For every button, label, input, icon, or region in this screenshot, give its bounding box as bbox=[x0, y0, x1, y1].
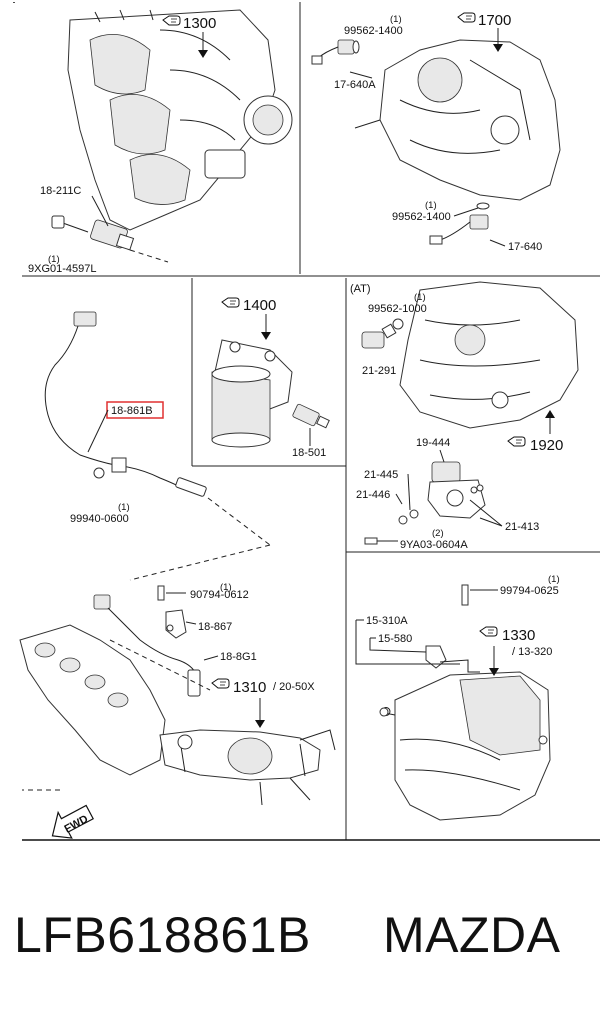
label-21-413: 21-413 bbox=[505, 521, 539, 533]
qty: (1) bbox=[414, 292, 426, 303]
switch-21-291 bbox=[361, 318, 404, 349]
label-21-445: 21-445 bbox=[364, 469, 398, 481]
label-15-580: 15-580 bbox=[378, 633, 412, 645]
exhaust-manifold-assembly bbox=[19, 624, 336, 806]
label-17-640a: 17-640A bbox=[334, 79, 376, 91]
qty: (1) bbox=[390, 14, 402, 25]
part-number: LFB618861B bbox=[14, 907, 311, 963]
sensor-17-640 bbox=[429, 202, 490, 245]
label-18-861b: 18-861B bbox=[111, 405, 153, 417]
label-99562-1400-b: 99562-1400 bbox=[392, 211, 451, 223]
label-21-446: 21-446 bbox=[356, 489, 390, 501]
ref-1300: 1300 bbox=[183, 15, 216, 32]
label-19-444: 19-444 bbox=[416, 437, 450, 449]
label-18-501: 18-501 bbox=[292, 447, 326, 459]
ref-1400: 1400 bbox=[243, 297, 276, 314]
brand-name: MAZDA bbox=[383, 907, 561, 963]
label-21-291: 21-291 bbox=[362, 365, 396, 377]
qty: (2) bbox=[432, 528, 444, 539]
inhibitor-switch-19-444 bbox=[427, 461, 486, 519]
highlight-box bbox=[106, 401, 164, 419]
label-90794-0612: 90794-0612 bbox=[190, 589, 249, 601]
oil-filter-assembly bbox=[211, 339, 293, 448]
sensor-15-580-bracket bbox=[425, 584, 480, 673]
label-9xg01-4597l: 9XG01-4597L bbox=[28, 263, 97, 275]
forward-arrow: FWD bbox=[51, 804, 94, 839]
label-99940-0600: 99940-0600 bbox=[70, 513, 129, 525]
label-18-8g1: 18-8G1 bbox=[220, 651, 257, 663]
transmission-assembly bbox=[349, 39, 561, 201]
label-99562-1000: 99562-1000 bbox=[368, 303, 427, 315]
caption: LFB618861B MAZDA bbox=[0, 895, 600, 975]
qty: (1) bbox=[118, 502, 130, 513]
heat-shield-bracket-18-867 bbox=[157, 585, 187, 639]
oil-pressure-switch-18-501 bbox=[292, 403, 330, 429]
section-dividers bbox=[13, 2, 600, 841]
map-sensor-18-211c bbox=[51, 195, 135, 251]
label-17-640: 17-640 bbox=[508, 241, 542, 253]
label-18-867: 18-867 bbox=[198, 621, 232, 633]
front-o2-sensor-18-8g1 bbox=[93, 594, 201, 697]
intake-manifold-assembly bbox=[67, 9, 293, 231]
label-9ya03-0604a: 9YA03-0604A bbox=[400, 539, 468, 551]
qty: (1) bbox=[220, 582, 232, 593]
at-transmission-assembly bbox=[399, 281, 579, 429]
ref-1310: 1310 bbox=[233, 679, 266, 696]
label-99562-1400-a: 99562-1400 bbox=[344, 25, 403, 37]
oxygen-sensor-18-861b bbox=[44, 311, 207, 497]
ref-1330: 1330 bbox=[502, 627, 535, 644]
at-tag: (AT) bbox=[350, 283, 371, 295]
label-99794-0625: 99794-0625 bbox=[500, 585, 559, 597]
ref-1310-sub: / 20-50X bbox=[273, 681, 315, 693]
ref-1700: 1700 bbox=[478, 12, 511, 29]
label-18-211c: 18-211C bbox=[40, 185, 81, 197]
air-cleaner-assembly bbox=[379, 671, 551, 821]
qty: (1) bbox=[548, 574, 560, 585]
label-15-310a: 15-310A bbox=[366, 615, 408, 627]
qty: (1) bbox=[48, 254, 60, 265]
ref-1330-sub: / 13-320 bbox=[512, 646, 552, 658]
qty: (1) bbox=[425, 200, 437, 211]
sensor-17-640a bbox=[311, 39, 360, 65]
ref-1920: 1920 bbox=[530, 437, 563, 454]
parts-diagram: 1300 18-211C (1) 9XG01-4597L 1700 (1) 99… bbox=[13, 2, 600, 841]
